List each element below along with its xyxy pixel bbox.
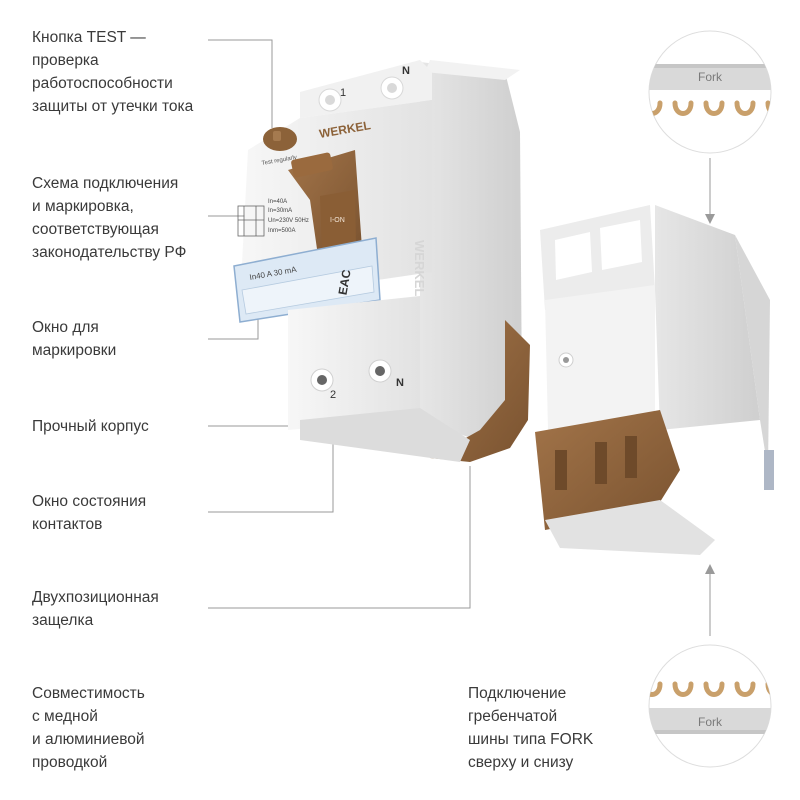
label-contact-window: Окно состояния контактов xyxy=(32,493,147,533)
rcd-side-device xyxy=(535,205,774,555)
svg-text:In=30mA: In=30mA xyxy=(268,208,292,214)
spec-lines: In=40A In=30mA Un=230V 50Hz Inm=500A xyxy=(268,199,309,234)
label-compat: Совместимость с медной и алюминиевой про… xyxy=(32,685,145,771)
fork-bottom-label: Fork xyxy=(698,715,723,729)
marking-window xyxy=(233,237,381,323)
svg-text:Inm=500A: Inm=500A xyxy=(268,228,296,234)
toggle-lever[interactable] xyxy=(288,150,362,256)
label-fork: Подключение гребенчатой шины типа FORK с… xyxy=(468,685,594,771)
label-scheme: Схема подключения и маркировка, соответс… xyxy=(32,175,187,261)
svg-text:Un=230V 50Hz: Un=230V 50Hz xyxy=(268,218,309,224)
terminal-bottom-2: 2 xyxy=(330,389,336,401)
eac-mark: EAC xyxy=(336,268,354,296)
on-label: I-ON xyxy=(330,217,345,224)
wiring-scheme xyxy=(237,205,265,237)
test-button[interactable] xyxy=(263,127,297,151)
terminal-top-n: N xyxy=(402,65,410,77)
bottom-terminals xyxy=(310,359,392,392)
rcd-front-device: 1 N WERKEL Test regularly I-ON In=40A In… xyxy=(233,60,530,462)
terminal-top-1: 1 xyxy=(340,87,346,99)
terminal-bottom-n: N xyxy=(396,377,404,389)
label-latch: Двухпозиционная защелка xyxy=(32,589,159,629)
label-marking-window: Окно для маркировки xyxy=(32,319,117,359)
fork-busbar-top: Fork xyxy=(648,30,772,154)
fork-busbar-bottom: Fork xyxy=(648,644,772,768)
svg-text:In=40A: In=40A xyxy=(268,199,287,205)
fork-top-label: Fork xyxy=(698,70,723,84)
leader-arrows xyxy=(705,214,715,574)
label-test-button: Кнопка TEST — проверка работоспособности… xyxy=(32,29,194,115)
label-housing: Прочный корпус xyxy=(32,418,149,435)
side-brand: WERKEL xyxy=(412,240,427,296)
